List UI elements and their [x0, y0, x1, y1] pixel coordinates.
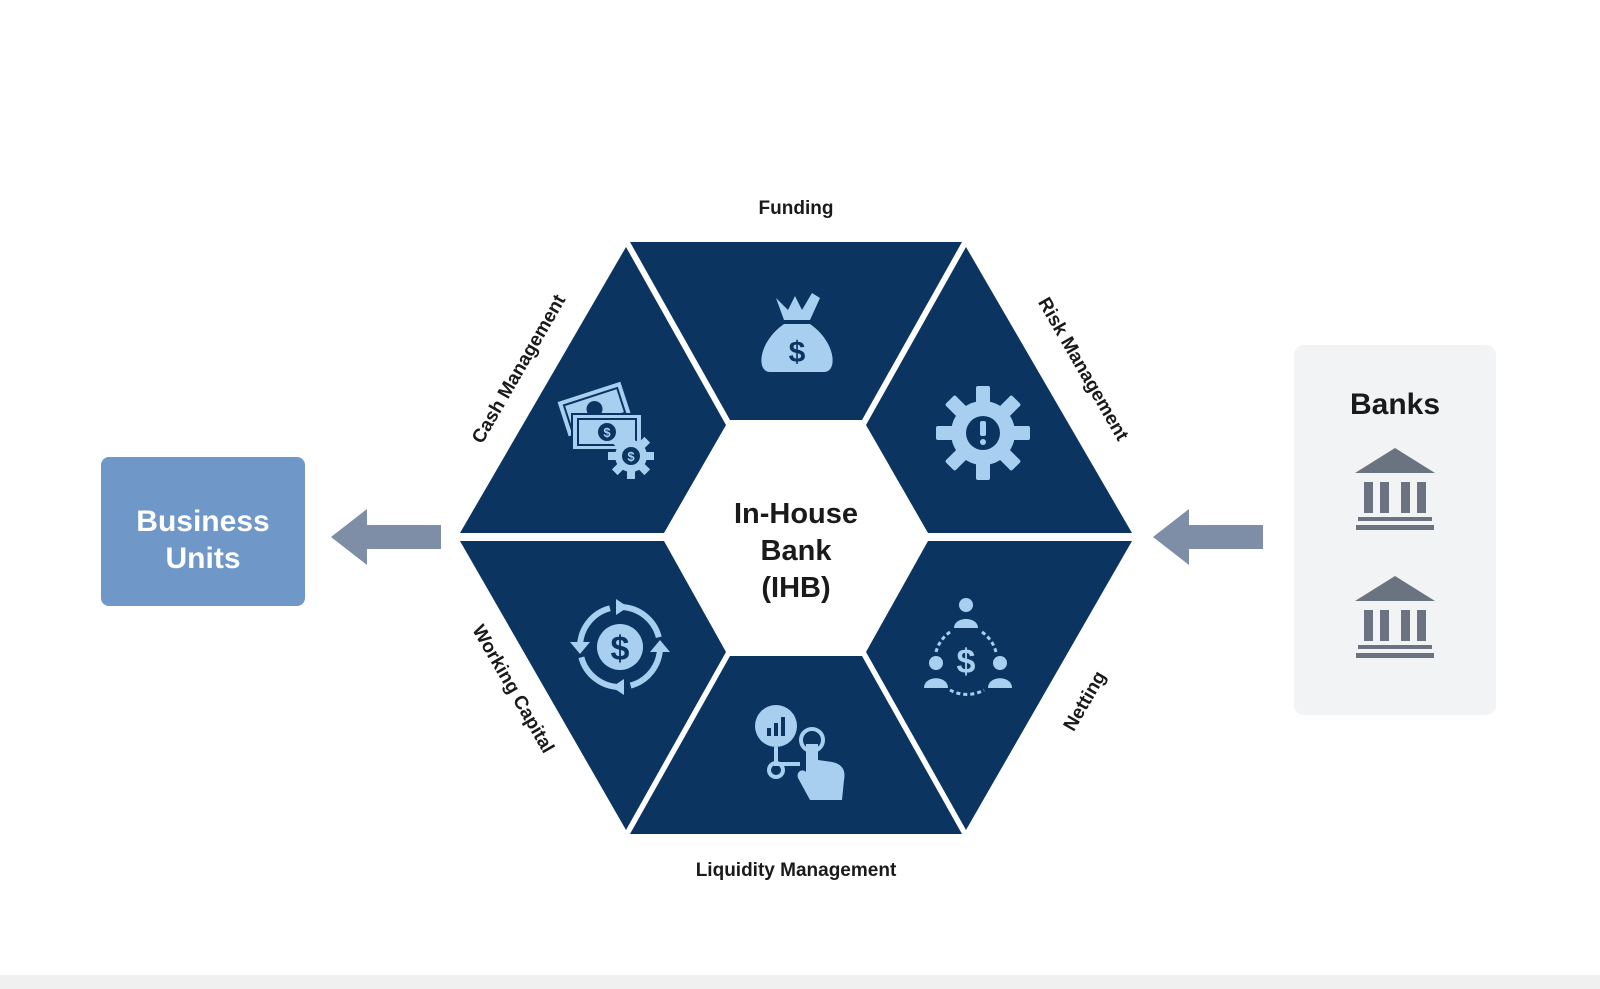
center-line-3: (IHB) — [761, 572, 830, 604]
label-funding: Funding — [759, 198, 834, 219]
dollar-cycle-icon: $ — [570, 599, 670, 695]
center-line-1: In-House — [734, 498, 858, 530]
cash-gear-icon: $ $ — [557, 381, 654, 479]
business-units-box: Business Units — [101, 457, 305, 606]
svg-text:$: $ — [603, 425, 611, 440]
label-liquidity-management: Liquidity Management — [696, 860, 897, 881]
segment-risk-management — [866, 247, 1132, 533]
arrow-left-to-business-units — [331, 509, 441, 565]
chart-touch-icon — [755, 705, 845, 800]
svg-text:$: $ — [957, 643, 976, 681]
gear-alert-icon — [936, 386, 1030, 480]
center-line-2: Bank — [761, 535, 833, 567]
business-units-line-2: Units — [166, 542, 241, 575]
banks-title: Banks — [1350, 388, 1440, 421]
center-label: In-House Bank (IHB) — [734, 498, 858, 604]
segment-working-capital — [460, 541, 726, 830]
segment-cash-management — [460, 247, 726, 533]
segment-liquidity-management — [630, 656, 962, 834]
bottom-bar — [0, 975, 1600, 989]
bank-building-icon — [1355, 576, 1435, 658]
svg-text:$: $ — [789, 336, 806, 369]
svg-text:$: $ — [611, 630, 630, 668]
banks-panel: Banks — [1294, 345, 1496, 715]
people-dollar-network-icon: $ — [924, 598, 1012, 696]
svg-text:$: $ — [627, 449, 635, 464]
business-units-line-1: Business — [136, 505, 269, 538]
money-bag-icon: $ — [761, 293, 833, 372]
label-netting: Netting — [1060, 668, 1111, 735]
arrow-left-from-banks — [1153, 509, 1263, 565]
bank-building-icon — [1355, 448, 1435, 530]
